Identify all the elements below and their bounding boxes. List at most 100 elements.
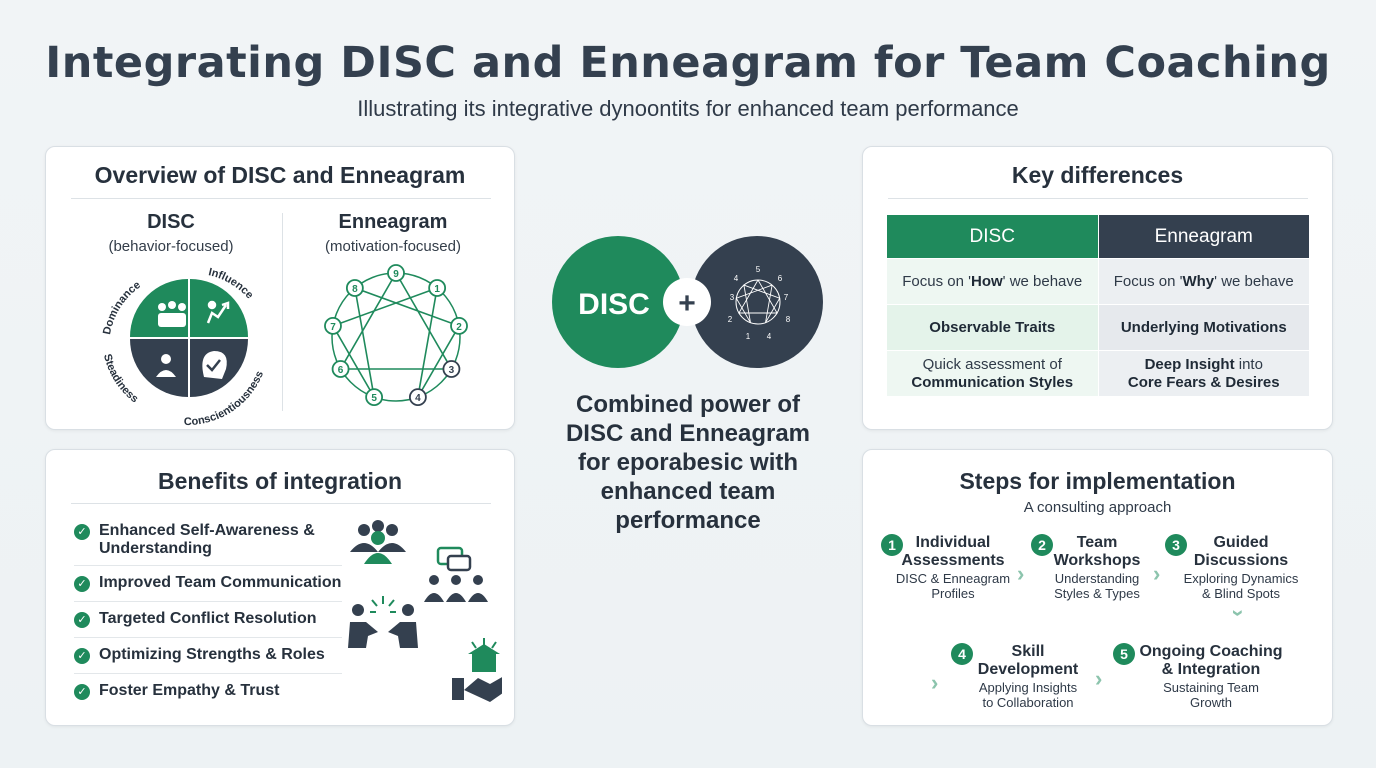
disc-quadrant-diagram: Dominance Influence Steadiness Conscient… [101,266,266,428]
step-number: 2 [1031,534,1053,556]
key-differences-title: Key differences [1011,162,1184,188]
enneagram-point [365,388,384,407]
chevron-right-icon: › [1017,561,1025,586]
enneagram-point-label: 1 [434,284,440,295]
enneagram-point-label: 5 [371,393,377,404]
enneagram-column-header: Enneagram [1097,214,1310,259]
check-icon: ✓ [74,524,90,540]
mini-enneagram-number: 6 [778,274,783,283]
step-title: Assessments [901,552,1005,569]
step-title: Skill [1011,643,1045,660]
enneagram-point-label: 6 [338,365,344,376]
key-differences-divider [888,198,1308,199]
step-description: Styles & Types [1054,586,1140,601]
key-differences-card: Key differences DISC Enneagram Focus on … [862,146,1333,430]
combined-line: performance [615,507,761,534]
enneagram-point-label: 9 [393,269,399,280]
overview-divider [71,198,491,199]
benefits-illustrations [348,520,502,702]
enneagram-hexad-line [331,286,461,398]
list-item: ✓Enhanced Self-Awareness & Understanding [74,520,342,566]
step-title: Discussions [1193,552,1289,569]
combined-line: for eporabesic with [577,449,799,476]
key-differences-table: DISC Enneagram Focus on 'How' we behave … [886,214,1310,397]
step-description: Understanding [1054,571,1140,586]
combined-power-text: Combined power of DISC and Enneagram for… [548,390,828,535]
chevron-down-icon: › [1226,609,1252,617]
disc-subtitle: (behavior-focused) [108,238,234,255]
enneagram-point-label: 3 [449,365,455,376]
mini-enneagram-number: 7 [784,293,789,302]
benefits-title: Benefits of integration [157,468,403,494]
disc-heading: DISC (behavior-focused) [86,211,256,255]
table-cell: Underlying Motivations [1097,304,1310,351]
mini-enneagram-line [735,284,781,323]
overview-card: Overview of DISC and Enneagram DISC (beh… [45,146,515,430]
step-number: 3 [1165,534,1187,556]
person-icon [156,354,176,377]
influence-quadrant [190,279,248,337]
benefits-divider [71,503,491,504]
page-subtitle: Illustrating its integrative dynoontits … [357,96,1019,121]
enneagram-point [450,316,468,335]
handshake-box-icon [452,638,502,702]
step-title: Ongoing Coaching [1139,643,1283,660]
conflict-resolution-icon [348,596,418,648]
mini-enneagram-number: 5 [756,265,761,274]
enneagram-point [345,279,364,297]
list-item: ✓Targeted Conflict Resolution [74,602,342,638]
enneagram-point [331,360,350,378]
combined-line: enhanced team [600,478,776,505]
head-check-icon [202,351,227,379]
step-description: Sustaining Team [1163,680,1259,695]
table-cell: Observable Traits [886,304,1099,351]
enneagram-name: Enneagram [338,211,448,233]
step-title: Team [1076,534,1118,551]
step-description: & Blind Spots [1201,586,1281,601]
enneagram-point [387,264,405,282]
check-icon: ✓ [74,576,90,592]
step-description: Applying Insights [978,680,1078,695]
combined-line: Combined power of [576,391,800,418]
step-description: Growth [1190,695,1232,710]
step-item: Ongoing Coaching & Integration Sustainin… [1135,643,1287,710]
mini-enneagram-number: 8 [786,315,791,324]
steadiness-quadrant [130,339,188,397]
disc-name: DISC [147,211,195,233]
list-item: ✓Foster Empathy & Trust [74,674,342,710]
enneagram-heading: Enneagram (motivation-focused) [308,211,478,255]
overview-column-divider [282,213,283,411]
step-description: Exploring Dynamics [1183,571,1299,586]
chevron-right-icon: › [1153,561,1161,586]
enneagram-point [428,279,447,297]
enneagram-point-label: 8 [352,284,358,295]
benefits-card: Benefits of integration ✓Enhanced Self-A… [45,449,515,726]
step-description: Profiles [931,586,975,601]
check-icon: ✓ [74,684,90,700]
team-group-icon [158,301,186,327]
chat-team-icon [424,546,488,602]
steps-card: Steps for implementation A consulting ap… [862,449,1333,726]
climbing-person-icon [206,300,230,324]
step-description: to Collaboration [982,695,1074,710]
step-title: Workshops [1053,552,1141,569]
steps-subtitle: A consulting approach [1023,499,1172,516]
plus-icon: + [678,287,696,320]
group-people-icon [350,520,406,564]
disc-circle [552,236,684,368]
step-title: Individual [915,534,991,551]
disc-circle-label: DISC [578,288,650,321]
steps-title: Steps for implementation [959,468,1236,494]
enneagram-circle [691,236,823,368]
step-item: Guided Discussions Exploring Dynamics & … [1173,534,1309,601]
enneagram-point-label: 4 [415,393,421,404]
mini-enneagram-number: 3 [730,293,735,302]
step-item: Team Workshops Understanding Styles & Ty… [1039,534,1155,601]
mini-enneagram-number: 4 [734,274,739,283]
overview-title: Overview of DISC and Enneagram [94,162,466,188]
list-item: ✓Optimizing Strengths & Roles [74,638,342,674]
